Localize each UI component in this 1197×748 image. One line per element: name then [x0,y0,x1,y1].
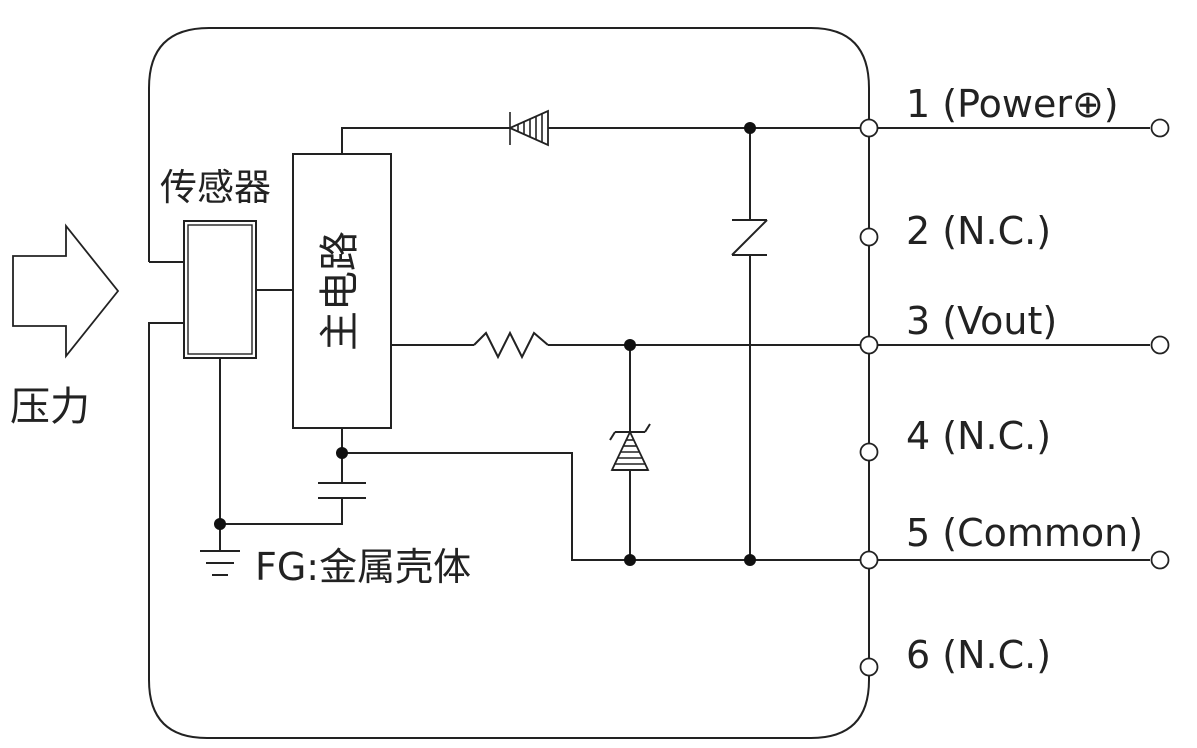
pin-label-2: 2 (N.C.) [906,209,1051,253]
fg-label: FG:金属壳体 [255,545,471,589]
junction-dot [744,122,756,134]
ground-icon [200,550,240,576]
junction-dot [624,554,636,566]
lead-end-pin-1 [1150,118,1170,138]
sensor-element [183,220,257,359]
tvs-diode-symbol [609,423,651,471]
pin-label-5: 5 (Common) [906,511,1143,555]
lead-end-pin-5 [1150,550,1170,570]
pin-label-6: 6 (N.C.) [906,633,1051,677]
main-circuit-block [292,153,392,429]
terminal-pin-1 [859,118,879,138]
capacitor-symbol [318,482,366,499]
main-circuit-label: 主电路 [317,231,363,351]
pressure-label: 压力 [10,384,90,430]
terminal-pin-6 [859,657,879,677]
diode-symbol [507,109,549,147]
terminal-pin-4 [859,442,879,462]
pressure-arrow-icon [12,223,120,359]
sensor-label: 传感器 [160,166,271,209]
terminal-pin-3 [859,335,879,355]
junction-dot [214,518,226,530]
junction-dot [624,339,636,351]
pin-label-3: 3 (Vout) [906,299,1057,343]
pin-label-1: 1 (Power⊕) [906,82,1119,126]
housing-outline [148,27,870,739]
wire-cap-to-fg [220,498,343,525]
terminal-pin-2 [859,227,879,247]
pin-label-4: 4 (N.C.) [906,414,1051,458]
lead-end-pin-3 [1150,335,1170,355]
wire-common-return [342,452,869,561]
junction-dot [336,447,348,459]
terminal-pin-5 [859,550,879,570]
junction-dot [744,554,756,566]
sensor-element-inner [187,224,253,355]
zener-symbol [731,219,768,256]
wire-power [341,127,510,154]
resistor-symbol [473,330,549,360]
